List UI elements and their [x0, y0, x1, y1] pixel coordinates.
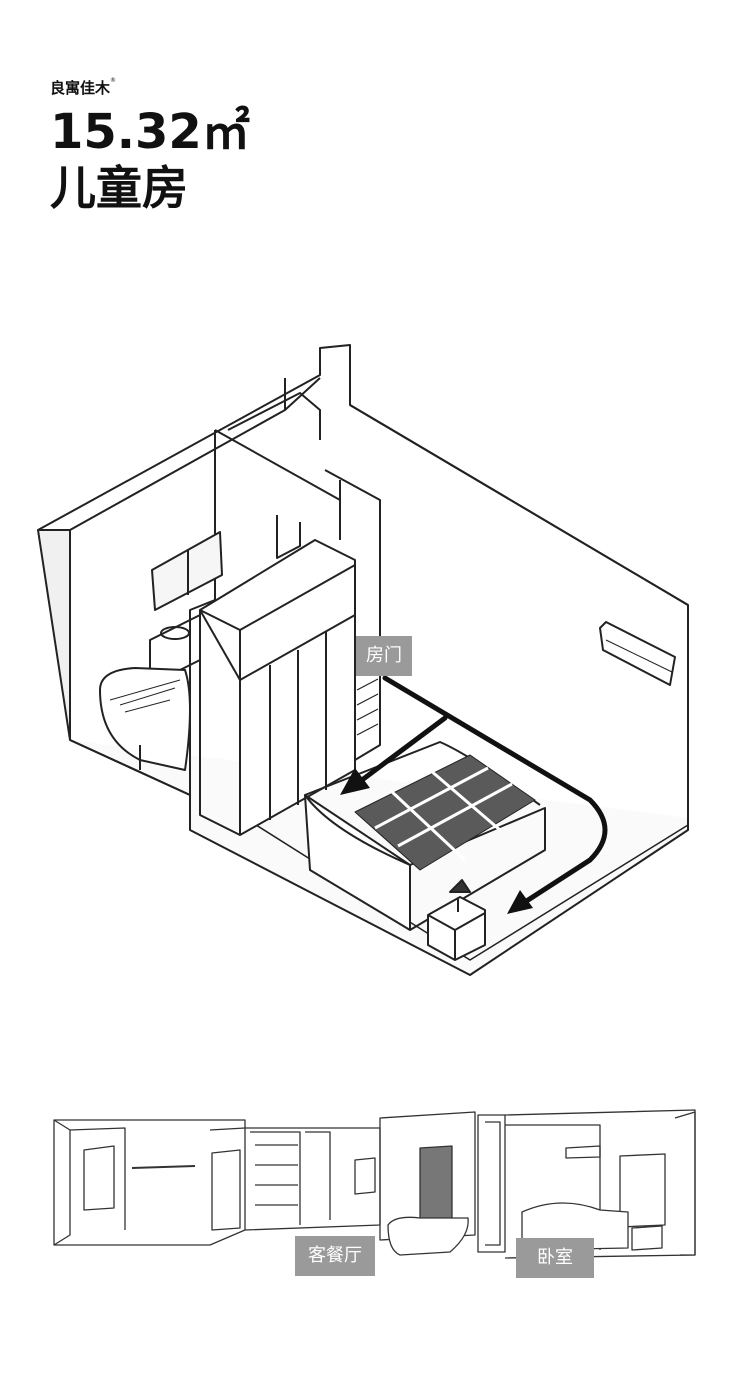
brand-name: 良寓佳木 [50, 79, 111, 97]
isometric-room-drawing [37, 344, 689, 976]
room-title: 儿童房 [50, 161, 188, 215]
registered-mark: ® [110, 77, 117, 84]
section-plan-drawing [53, 1109, 696, 1259]
door-label: 房门 [356, 636, 412, 676]
room-area: 15.32㎡ [50, 104, 250, 160]
brand-logo: 良寓佳木® [50, 77, 116, 98]
bedroom-label: 卧室 [516, 1238, 594, 1278]
living-dining-label: 客餐厅 [295, 1236, 375, 1276]
